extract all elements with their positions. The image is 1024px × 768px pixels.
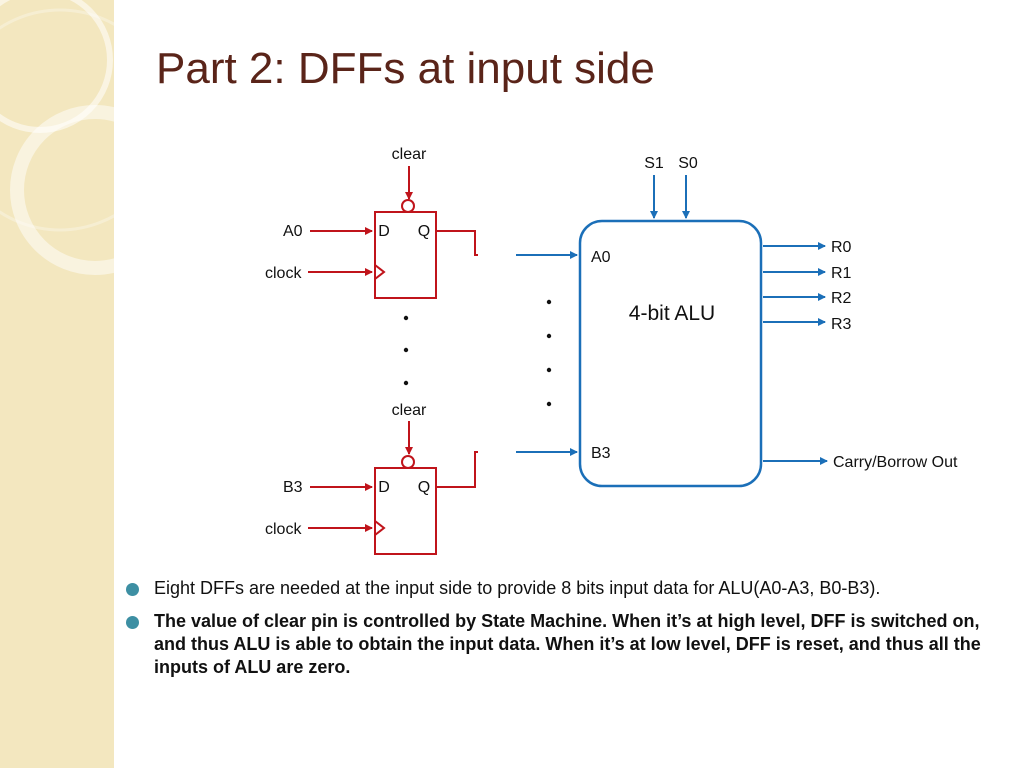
- alu-dot: [546, 333, 552, 339]
- dff-ellipsis: [403, 315, 409, 386]
- bottom-dff-clock-label: clock: [265, 521, 302, 538]
- alu-input-a0-label: A0: [591, 249, 611, 266]
- bottom-dff-clock-triangle: [374, 520, 386, 536]
- bottom-dff-d-pin: D: [378, 479, 390, 496]
- bottom-dff-clear-label: clear: [392, 402, 427, 419]
- alu-carry-label: Carry/Borrow Out: [833, 454, 958, 471]
- bottom-dff-q-pin: Q: [418, 479, 430, 496]
- bottom-dff: clear D Q B3 clock: [265, 402, 478, 555]
- decorative-side-band: [0, 0, 114, 768]
- alu-box: [578, 219, 763, 488]
- alu-output-r2: R2: [831, 290, 852, 307]
- bottom-dff-q-wire: [437, 451, 478, 488]
- alu-input-ellipsis: [546, 299, 552, 407]
- alu-output-r0: R0: [831, 239, 852, 256]
- alu-select-s1-label: S1: [644, 155, 664, 172]
- alu: A0 B3 4-bit ALU S1 S0 R0 R1 R2 R3 Carry/…: [578, 155, 958, 488]
- bullet-item: The value of clear pin is controlled by …: [126, 610, 1006, 679]
- decorative-circles: [0, 0, 114, 275]
- top-dff-d-pin: D: [378, 223, 390, 240]
- top-dff-q-pin: Q: [418, 223, 430, 240]
- alu-output-r3: R3: [831, 316, 852, 333]
- top-dff: clear D Q A0 clock: [265, 146, 478, 299]
- dff-dot: [403, 315, 409, 321]
- bullet-dot: [126, 583, 139, 596]
- alu-select-s0-label: S0: [678, 155, 698, 172]
- bottom-dff-clear-bubble: [401, 455, 415, 469]
- bullet-text: The value of clear pin is controlled by …: [154, 611, 981, 677]
- bullet-list: Eight DFFs are needed at the input side …: [126, 577, 1006, 689]
- top-dff-box: [374, 211, 437, 299]
- slide-title: Part 2: DFFs at input side: [156, 44, 655, 93]
- top-dff-clear-bubble: [401, 199, 415, 213]
- bullet-item: Eight DFFs are needed at the input side …: [126, 577, 1006, 600]
- top-dff-q-wire: [437, 230, 478, 256]
- bottom-dff-input-label: B3: [283, 479, 303, 496]
- top-dff-clock-label: clock: [265, 265, 302, 282]
- alu-name: 4-bit ALU: [629, 302, 715, 325]
- dff-dot: [403, 347, 409, 353]
- bullet-dot: [126, 616, 139, 629]
- top-dff-clock-triangle: [374, 264, 386, 280]
- alu-dot: [546, 401, 552, 407]
- bullet-text: Eight DFFs are needed at the input side …: [154, 578, 881, 598]
- top-dff-clear-label: clear: [392, 146, 427, 163]
- bottom-dff-box: [374, 467, 437, 555]
- alu-dot: [546, 299, 552, 305]
- alu-dot: [546, 367, 552, 373]
- dff-dot: [403, 380, 409, 386]
- alu-input-b3-label: B3: [591, 445, 611, 462]
- alu-output-r1: R1: [831, 265, 852, 282]
- top-dff-input-label: A0: [283, 223, 303, 240]
